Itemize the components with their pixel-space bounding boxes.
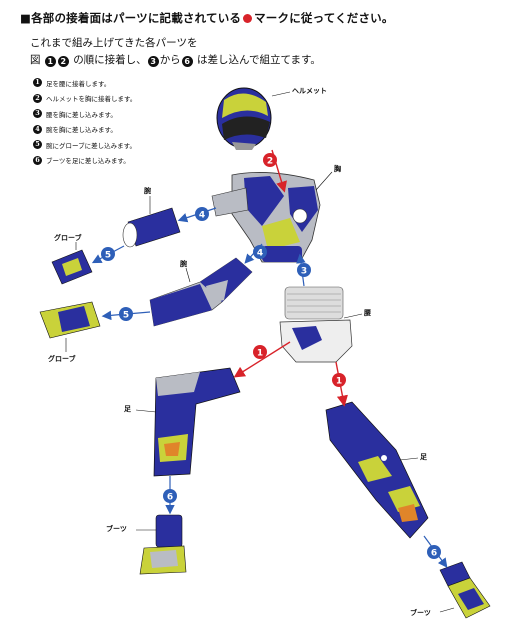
leg-right-part [325, 401, 429, 539]
step-item: 5 腕にグローブに差し込みます。 [32, 137, 136, 153]
label-glove-lower: グローブ [48, 355, 76, 363]
red-marker-1a: 1 [253, 345, 267, 359]
step-text: 腕を胸に差し込みます。 [46, 126, 117, 135]
arm-lower-part [149, 257, 253, 327]
step-text: 腰を胸に差し込みます。 [46, 110, 117, 119]
label-arm-lower: 腕 [180, 260, 187, 268]
marker-6b-text: 6 [431, 549, 437, 559]
step-text: ヘルメットを胸に接着します。 [46, 95, 137, 104]
step-list: 1 足を腰に接着します。 2 ヘルメットを胸に接着します。 3 腰を胸に差し込みます。… [32, 75, 136, 168]
step-text: 足を腰に接着します。 [46, 79, 111, 88]
label-glove-upper: グローブ [54, 234, 82, 242]
blue-marker-6a: 6 [163, 489, 177, 503]
step-badge-icon: 6 [181, 56, 193, 67]
label-boot-right: ブーツ [410, 609, 431, 617]
step-text: 腕にグローブに差し込みます。 [46, 141, 136, 150]
glove-lower-part [39, 301, 101, 339]
title-text-a: ■各部の接着面はパーツに記載されている [20, 11, 242, 25]
step-badge-icon: 2 [33, 93, 42, 103]
step-badge-icon: 6 [33, 155, 42, 165]
step-item: 1 足を腰に接着します。 [32, 75, 136, 91]
label-leg-left: 足 [124, 405, 131, 413]
label-leg-right: 足 [420, 453, 427, 461]
step-badge-icon: 1 [33, 78, 42, 88]
helmet-part [216, 87, 272, 150]
boot-left-part [139, 514, 187, 575]
step-badge-icon: 2 [57, 56, 69, 67]
label-boot-left: ブーツ [106, 525, 127, 533]
blue-marker-6b: 6 [427, 545, 441, 559]
marker-4a-text: 4 [199, 211, 205, 221]
label-waist: 腰 [364, 309, 371, 317]
step-badge-icon: 3 [147, 56, 159, 67]
marker-5a-text: 5 [105, 251, 111, 261]
red-arrow-1a [233, 341, 291, 378]
step-item: 3 腰を胸に差し込みます。 [32, 106, 136, 122]
label-helmet: ヘルメット [292, 87, 327, 95]
marker-2-text: 2 [267, 157, 273, 167]
leg-left-part [153, 367, 241, 477]
blue-marker-5b: 5 [119, 307, 133, 321]
subtitle-text-b: の順に接着し、 [73, 54, 147, 66]
marker-5b-text: 5 [123, 311, 129, 321]
marker-1b-text: 1 [336, 377, 342, 387]
blue-marker-4b: 4 [253, 245, 267, 259]
marker-6a-text: 6 [167, 493, 173, 503]
label-arm-upper: 腕 [144, 187, 151, 195]
blue-marker-3: 3 [297, 263, 311, 277]
arm-upper-part [122, 187, 249, 248]
blue-marker-5a: 5 [101, 247, 115, 261]
red-marker-2: 2 [263, 153, 277, 167]
chest-part [231, 172, 321, 263]
step-badge-icon: 4 [33, 124, 42, 134]
step-badge-icon: 3 [33, 109, 42, 119]
red-dot-icon [243, 14, 253, 23]
waist-part [279, 286, 353, 363]
title-text-b: マークに従ってください。 [254, 11, 394, 25]
red-marker-1b: 1 [332, 373, 346, 387]
instruction-title: ■各部の接着面はパーツに記載されているマークに従ってください。 [20, 10, 394, 26]
boot-right-part [439, 561, 491, 619]
marker-4b-text: 4 [257, 249, 263, 259]
step-text: ブーツを足に差し込みます。 [46, 157, 130, 166]
step-badge-icon: 1 [44, 56, 56, 67]
label-chest: 胸 [334, 165, 341, 173]
step-item: 4 腕を胸に差し込みます。 [32, 122, 136, 138]
label-leaders [65, 91, 455, 613]
subtitle-text-d: は差し込んで組立てます。 [197, 54, 321, 66]
glove-upper-part [51, 249, 93, 285]
subtitle-line-1: これまで組み上げてきた各パーツを [30, 37, 198, 49]
subtitle-text-a: 図 [30, 54, 41, 66]
step-item: 2 ヘルメットを胸に接着します。 [32, 91, 136, 107]
marker-1a-text: 1 [257, 349, 263, 359]
subtitle-text-c: から [159, 54, 181, 66]
step-badge-icon: 5 [33, 140, 42, 150]
marker-3-text: 3 [301, 267, 307, 277]
blue-marker-4a: 4 [195, 207, 209, 221]
step-item: 6 ブーツを足に差し込みます。 [32, 153, 136, 169]
